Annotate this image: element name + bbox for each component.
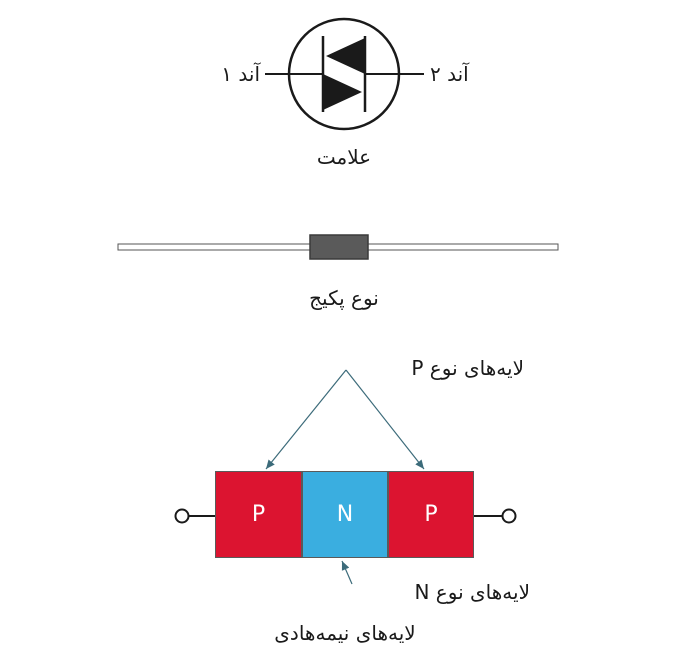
- n-layer: N: [302, 471, 388, 558]
- p-layers-label: لایه‌های نوع P: [411, 356, 524, 380]
- left-terminal: [174, 508, 190, 524]
- package-lead-right: [367, 243, 559, 251]
- package-body: [309, 234, 369, 260]
- symbol-caption: علامت: [316, 145, 372, 169]
- p-layer-right-letter: P: [424, 502, 438, 527]
- upper-triangle-icon: [326, 38, 365, 74]
- p-layer-right: P: [388, 471, 474, 558]
- lower-triangle-icon: [323, 74, 362, 110]
- right-terminal: [501, 508, 517, 524]
- structure-caption: لایه‌های نیمه‌هادی: [274, 621, 416, 645]
- n-layer-letter: N: [336, 502, 354, 527]
- p-arrow-left: [265, 369, 347, 470]
- package-caption: نوع پکیج: [309, 286, 379, 310]
- package-drawing: [117, 234, 559, 260]
- anode2-label: آند ۲: [430, 62, 469, 86]
- n-layer-label: لایه‌های نوع N: [414, 580, 530, 604]
- p-layer-left: P: [215, 471, 302, 558]
- n-arrow: [341, 560, 353, 585]
- anode1-label: آند ۱: [221, 62, 260, 86]
- package-lead-left: [117, 243, 311, 251]
- p-arrow-right: [345, 369, 425, 470]
- diac-symbol: [265, 17, 424, 131]
- structure-terminals: [174, 508, 517, 524]
- symbol-circle: [287, 17, 401, 131]
- p-layer-left-letter: P: [251, 502, 266, 527]
- pointer-arrows: [265, 369, 425, 585]
